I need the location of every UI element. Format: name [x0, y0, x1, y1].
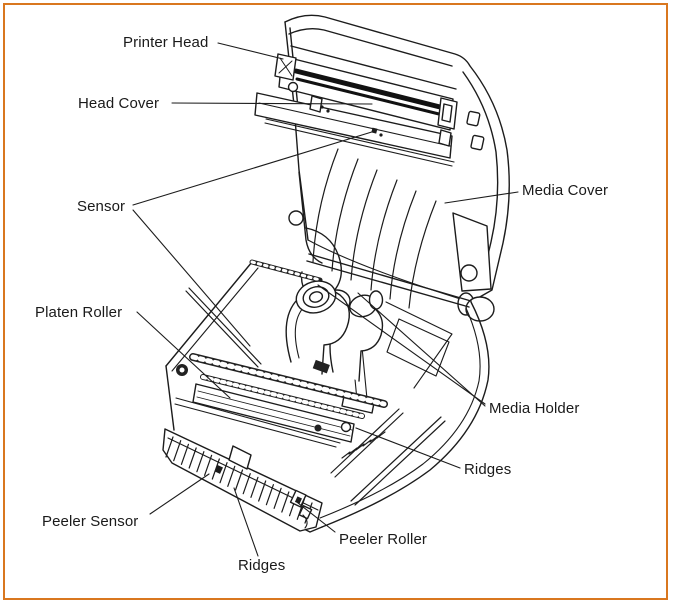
platen-roller-shape: [192, 383, 355, 443]
right-hinge: [452, 110, 495, 322]
callout-head-cover: Head Cover: [78, 95, 160, 112]
head-cover-shape: [254, 92, 455, 167]
media-holder-shape: [285, 280, 453, 414]
peeler-sensor-mark: [214, 465, 223, 474]
callout-ridges-bottom: Ridges: [238, 557, 286, 574]
peeler-comb-shape: [162, 428, 323, 532]
cover-latch: [466, 110, 481, 127]
cover-latch: [470, 134, 485, 151]
callout-platen-roller: Platen Roller: [35, 304, 123, 321]
cover-ribs: [312, 148, 437, 309]
callout-media-cover: Media Cover: [522, 182, 609, 199]
base-shape: [165, 253, 490, 533]
callout-media-holder: Media Holder: [489, 400, 580, 417]
leader-lines: [132, 42, 519, 557]
deck-strips: [174, 353, 388, 448]
printer-head-shape: [274, 45, 458, 131]
exit-slot-ridges: [330, 408, 446, 506]
callout-peeler-roller: Peeler Roller: [339, 531, 428, 548]
callout-sensor: Sensor: [77, 198, 126, 215]
callout-ridges-right: Ridges: [464, 461, 512, 478]
callout-peeler-sensor: Peeler Sensor: [42, 513, 139, 530]
ridges-marks: [341, 431, 386, 459]
callout-printer-head: Printer Head: [123, 34, 209, 51]
